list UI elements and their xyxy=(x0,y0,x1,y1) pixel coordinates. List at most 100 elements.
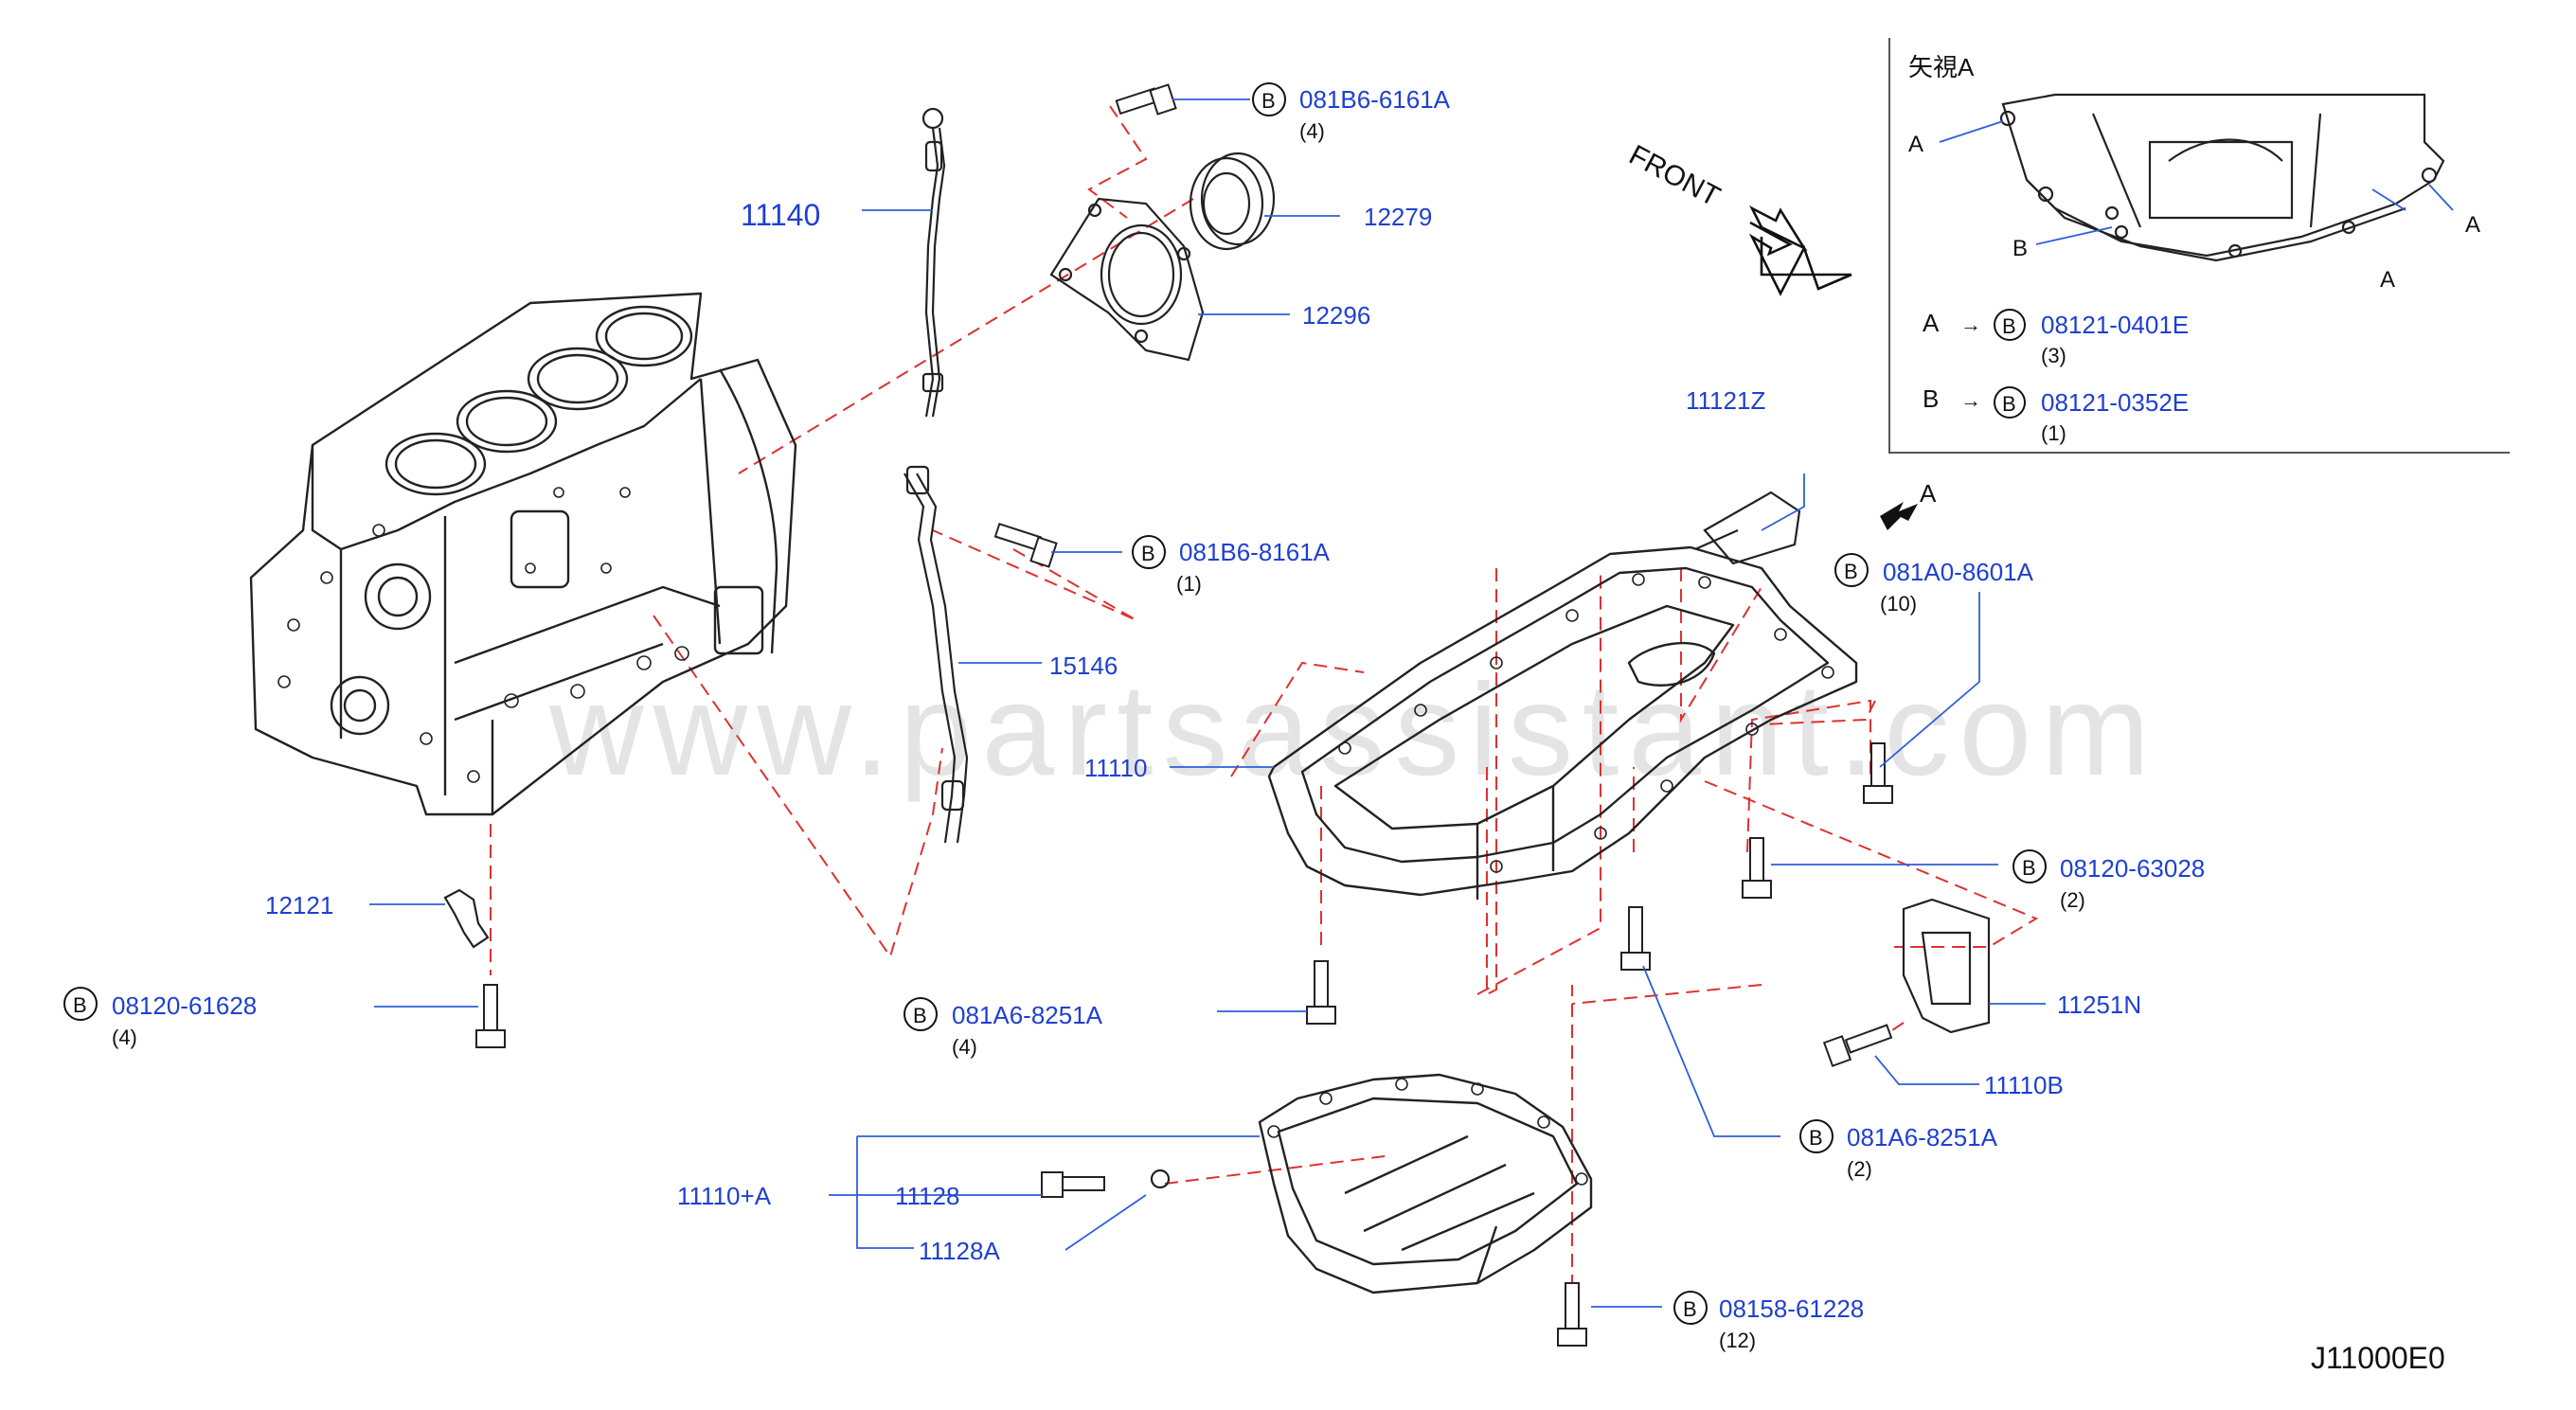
part-qty: (4) xyxy=(952,1035,977,1059)
upper-oil-pan-11110 xyxy=(1267,545,1858,900)
label-12279[interactable]: 12279 xyxy=(1364,203,1432,231)
arrow-a-icon xyxy=(1880,502,1918,530)
inset-row-a: A → B 08121-0401E (3) xyxy=(1923,309,2189,367)
front-indicator: FRONT xyxy=(1624,139,1852,296)
svg-text:B: B xyxy=(913,1004,927,1027)
inset-row-b-id: 08121-0352E xyxy=(2041,388,2189,417)
bolt-b-icon xyxy=(1673,1291,1708,1325)
watermark: www.partsassistant.com xyxy=(548,657,2159,803)
baffle-11251n xyxy=(1902,898,1991,1034)
svg-text:B: B xyxy=(1809,1126,1823,1150)
arrow-a-label: A xyxy=(1920,479,1937,508)
label-11121z[interactable]: 11121Z xyxy=(1686,386,1765,415)
inset-row-a-id: 08121-0401E xyxy=(2041,311,2189,339)
callout-081A0-8601A[interactable]: B 081A0-8601A (10) xyxy=(1834,553,2034,616)
callout-08120-63028[interactable]: B 08120-63028 (2) xyxy=(2012,849,2205,912)
bolt-b-icon xyxy=(903,997,938,1031)
bracket-12121 xyxy=(443,888,490,949)
seal-retainer-12296 xyxy=(1049,197,1205,362)
bolt-08158-61228 xyxy=(1557,1282,1587,1347)
drain-plug-11128 xyxy=(1041,1171,1105,1198)
inset-row-b: B → B 08121-0352E (1) xyxy=(1923,384,2189,445)
leader-lines xyxy=(369,98,2046,1308)
part-number: 081A6-8251A xyxy=(1847,1123,1998,1151)
part-number: 081B6-8161A xyxy=(1179,538,1331,566)
bolt-08120-61628 xyxy=(475,984,506,1048)
diagram-code: J11000E0 xyxy=(2311,1341,2445,1375)
label-11110a[interactable]: 11110+A xyxy=(677,1182,772,1210)
bolt-08120-63028 xyxy=(1742,837,1772,899)
lower-oil-pan xyxy=(1258,1073,1593,1294)
part-number: 081A6-8251A xyxy=(952,1001,1103,1029)
label-11251n[interactable]: 11251N xyxy=(2057,991,2141,1019)
bolt-b-icon xyxy=(1994,386,2026,419)
bolt-b-icon xyxy=(1252,82,1286,116)
part-qty: (12) xyxy=(1719,1329,1756,1352)
bolt-b-icon xyxy=(1132,535,1166,569)
part-number: 08120-61628 xyxy=(112,991,257,1020)
bolt-b-icon xyxy=(63,987,98,1021)
svg-text:→: → xyxy=(1960,312,1981,336)
callout-081B6-8161A[interactable]: B 081B6-8161A (1) xyxy=(1132,535,1331,596)
part-qty: (4) xyxy=(112,1026,137,1049)
bolt-b-icon xyxy=(1834,553,1869,587)
inset-b-label: B xyxy=(2012,236,2028,261)
svg-text:B: B xyxy=(1923,384,1939,413)
bolt-11110B xyxy=(1822,1024,1893,1067)
view-arrow-a: A xyxy=(1880,479,1937,530)
part-number: 081A0-8601A xyxy=(1883,558,2034,586)
part-qty: (4) xyxy=(1299,119,1325,143)
label-12296[interactable]: 12296 xyxy=(1302,301,1370,330)
callout-08158-61228[interactable]: B 08158-61228 (12) xyxy=(1673,1291,1864,1352)
front-arrow-icon xyxy=(1749,205,1852,277)
guide-tube-15146 xyxy=(903,465,969,844)
bolts xyxy=(475,83,1893,1347)
callout-081A6-8251A-4[interactable]: B 081A6-8251A (4) xyxy=(903,997,1103,1059)
inset-row-b-qty: (1) xyxy=(2041,421,2066,445)
bolt-081A6-8251A-4 xyxy=(1306,960,1336,1025)
part-number: 08120-63028 xyxy=(2060,854,2205,883)
part-qty: (2) xyxy=(2060,888,2085,912)
label-11110b[interactable]: 11110B xyxy=(1984,1071,2064,1099)
inset-a-label-1: A xyxy=(1908,132,1923,157)
bolt-081A0-8601A xyxy=(1863,742,1893,804)
inset-view-a: 矢視A A B A A A → B 08121-0401E (3) xyxy=(1888,38,2510,454)
part-qty: (10) xyxy=(1880,592,1917,616)
callout-081B6-6161A[interactable]: B 081B6-6161A (4) xyxy=(1252,82,1451,143)
inset-title: 矢視A xyxy=(1908,53,1975,81)
front-label: FRONT xyxy=(1624,139,1726,213)
part-number: 081B6-6161A xyxy=(1299,85,1451,114)
svg-text:A: A xyxy=(1923,309,1940,337)
svg-text:B: B xyxy=(2002,392,2016,416)
label-15146[interactable]: 15146 xyxy=(1049,651,1118,680)
label-11128a[interactable]: 11128A xyxy=(919,1237,1000,1265)
inset-row-a-qty: (3) xyxy=(2041,344,2066,367)
inset-a-label-3: A xyxy=(2465,212,2480,238)
svg-text:B: B xyxy=(73,993,87,1017)
bolt-081B6-6161A xyxy=(1115,83,1177,116)
bolt-081B6-8161A xyxy=(993,522,1058,568)
svg-text:B: B xyxy=(2002,314,2016,338)
part-number: 08158-61228 xyxy=(1719,1294,1864,1323)
engine-block xyxy=(249,292,797,816)
tube-11121z xyxy=(1703,491,1801,565)
svg-text:B: B xyxy=(1844,560,1858,583)
label-11128[interactable]: 11128 xyxy=(895,1182,959,1210)
oil-seal-12279 xyxy=(1189,152,1276,251)
callout-081A6-8251A-2[interactable]: B 081A6-8251A (2) xyxy=(1799,1119,1998,1181)
label-11140[interactable]: 11140 xyxy=(741,198,820,232)
small-parts xyxy=(443,491,1991,1189)
callout-08120-61628[interactable]: B 08120-61628 (4) xyxy=(63,987,257,1049)
svg-text:B: B xyxy=(2022,856,2036,880)
inset-a-label-2: A xyxy=(2380,267,2395,293)
bolt-b-icon xyxy=(2012,849,2047,883)
label-12121[interactable]: 12121 xyxy=(265,891,333,919)
label-11110[interactable]: 11110 xyxy=(1084,754,1148,782)
part-qty: (2) xyxy=(1847,1157,1872,1181)
bolt-b-icon xyxy=(1994,309,2026,341)
bolt-b-icon xyxy=(1799,1119,1834,1153)
svg-text:B: B xyxy=(1261,89,1276,113)
svg-text:→: → xyxy=(1960,388,1981,412)
